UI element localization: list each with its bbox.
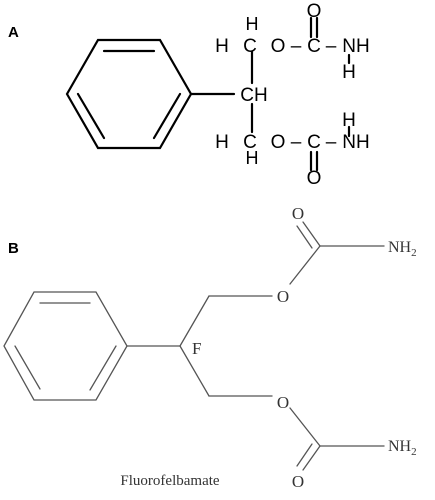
panel-a-atom-nh-bottom: NH	[342, 132, 369, 153]
panel-b-ring-outline	[3, 291, 128, 401]
panel-b-o-to-carbonyl-bottom	[289, 407, 321, 447]
panel-b-o-to-carbonyl-top	[289, 245, 321, 285]
panel-a-atom-h-top-left: H	[215, 36, 229, 57]
panel-a-atom-ch-center: CH	[240, 85, 267, 106]
panel-b: B O NH2 O F O NH2 O Fluorofelbamate	[3, 204, 417, 491]
panel-a-atom-c-bottom: C	[243, 132, 257, 153]
panel-a-atom-c-carbonyl-top: C	[307, 36, 321, 57]
panel-b-compound-name: Fluorofelbamate	[120, 473, 219, 489]
panel-a-atom-c-carbonyl-bottom: C	[307, 132, 321, 153]
panel-a-dash-bottom-2: –	[326, 132, 337, 153]
panel-b-center-to-ch2-top	[179, 295, 210, 347]
panel-b-atom-o-carbonyl-bottom: O	[292, 472, 304, 491]
panel-a-atom-o-carbonyl-top: O	[307, 1, 322, 22]
panel-a-atom-o-carbonyl-bottom: O	[307, 168, 322, 189]
panel-a-letter: A	[8, 24, 19, 41]
panel-a-benzene-ring	[65, 38, 193, 150]
panel-b-atom-o-ester-bottom: O	[277, 393, 289, 412]
panel-a-atom-nh-top: NH	[342, 36, 369, 57]
panel-b-carbonyl-bottom-double-2	[296, 443, 313, 467]
panel-b-atom-f: F	[192, 339, 201, 358]
panel-a-ring-double-bond-left	[76, 92, 106, 140]
panel-b-carbonyl-bottom-double-1	[302, 445, 321, 471]
panel-a-atom-h-bottom-left: H	[215, 132, 229, 153]
panel-a-ring-double-bond-right	[152, 92, 182, 140]
panel-a-atom-h-top: H	[246, 14, 259, 34]
panel-a-dash-top-2: –	[326, 36, 337, 57]
panel-a-atom-h-bottom-amine: H	[342, 110, 356, 131]
panel-b-ring-double-bond-right	[89, 345, 117, 391]
panel-a: A H H C O – C – NH H O	[8, 1, 370, 189]
panel-b-atom-nh2-bottom: NH2	[388, 438, 417, 458]
panel-b-atom-nh2-top: NH2	[388, 239, 417, 259]
panel-b-carbonyl-top-double-2	[296, 225, 313, 249]
panel-b-center-to-ch2-bottom	[179, 345, 210, 397]
panel-a-dash-bottom-1: –	[291, 132, 302, 153]
panel-b-ring-double-bond-left	[14, 345, 41, 390]
panel-b-atom-o-carbonyl-top: O	[292, 204, 304, 223]
panel-b-atom-o-ester-top: O	[277, 287, 289, 306]
panel-b-carbonyl-top-double-1	[302, 221, 321, 247]
panel-a-atom-c-top: C	[243, 36, 257, 57]
panel-a-atom-h-top-amine: H	[342, 62, 356, 83]
panel-b-benzene-ring	[3, 291, 128, 401]
panel-a-dash-top-1: –	[291, 36, 302, 57]
panel-a-ring-outline	[65, 38, 193, 150]
panel-a-atom-o-top: O	[271, 36, 286, 57]
panel-a-atom-h-bottom: H	[246, 148, 259, 168]
panel-b-letter: B	[8, 240, 19, 257]
panel-a-atom-o-bottom: O	[271, 132, 286, 153]
